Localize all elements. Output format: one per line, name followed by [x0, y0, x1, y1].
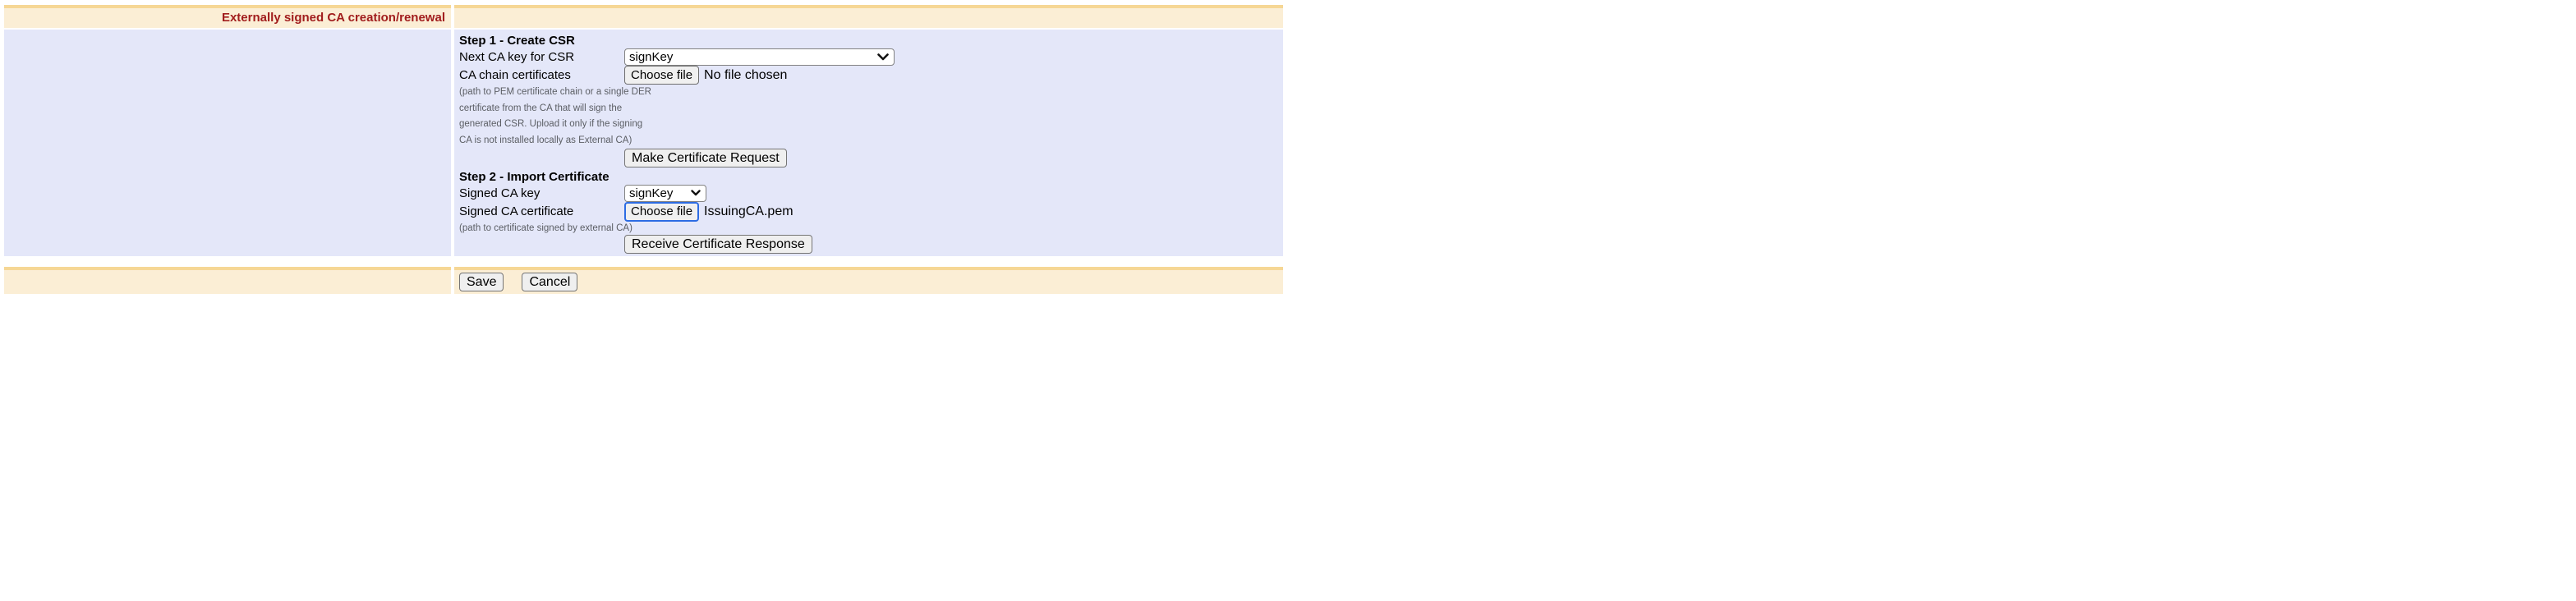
- next-ca-key-row: Next CA key for CSR signKey: [459, 48, 1283, 67]
- ca-chain-file-status: No file chosen: [704, 67, 788, 82]
- next-ca-key-select-wrap: signKey: [624, 48, 895, 66]
- signed-ca-key-label: Signed CA key: [459, 186, 540, 200]
- signed-ca-key-row: Signed CA key signKey: [459, 184, 1283, 203]
- footer-actions: Save Cancel: [454, 267, 1283, 291]
- signed-ca-certificate-help-text: (path to certificate signed by external …: [459, 223, 632, 233]
- step1-heading: Step 1 - Create CSR: [459, 34, 575, 48]
- signed-ca-key-select-wrap: signKey: [624, 184, 706, 202]
- cancel-button[interactable]: Cancel: [522, 273, 578, 291]
- save-button[interactable]: Save: [459, 273, 504, 291]
- ca-chain-choose-file-button[interactable]: Choose file: [624, 66, 700, 85]
- step2-heading: Step 2 - Import Certificate: [459, 170, 610, 184]
- help-line: CA is not installed locally as External …: [459, 135, 632, 145]
- section-header-spacer: [454, 5, 1283, 28]
- csr-form: Step 1 - Create CSR Next CA key for CSR …: [454, 30, 1283, 256]
- form-row-main: Step 1 - Create CSR Next CA key for CSR …: [4, 30, 1283, 256]
- signed-ca-certificate-label: Signed CA certificate: [459, 204, 574, 219]
- section-header-row: Externally signed CA creation/renewal: [4, 5, 1283, 28]
- externally-signed-ca-section: Externally signed CA creation/renewal St…: [4, 5, 1283, 294]
- form-right-cell: Step 1 - Create CSR Next CA key for CSR …: [454, 30, 1283, 256]
- section-header-cell: Externally signed CA creation/renewal: [4, 5, 451, 28]
- help-line: generated CSR. Upload it only if the sig…: [459, 119, 643, 129]
- form-left-empty-cell: [4, 30, 451, 256]
- footer-actions-cell: Save Cancel: [454, 267, 1283, 294]
- next-ca-key-label: Next CA key for CSR: [459, 49, 575, 64]
- ca-chain-row: CA chain certificates Choose file No fil…: [459, 66, 1283, 85]
- signed-ca-certificate-choose-file-button[interactable]: Choose file: [624, 201, 700, 222]
- next-ca-key-select[interactable]: signKey: [624, 48, 895, 66]
- signed-ca-key-select[interactable]: signKey: [624, 184, 706, 202]
- receive-certificate-response-button[interactable]: Receive Certificate Response: [624, 235, 812, 254]
- signed-ca-certificate-row: Signed CA certificate Choose file Issuin…: [459, 201, 1283, 222]
- ca-chain-help-text: (path to PEM certificate chain or a sing…: [459, 85, 658, 149]
- help-line: (path to PEM certificate chain or a sing…: [459, 87, 651, 97]
- make-certificate-request-button[interactable]: Make Certificate Request: [624, 149, 787, 167]
- footer-row: Save Cancel: [4, 267, 1283, 294]
- signed-ca-certificate-file-status: IssuingCA.pem: [704, 204, 794, 218]
- help-line: certificate from the CA that will sign t…: [459, 103, 623, 113]
- footer-left-empty-cell: [4, 267, 451, 294]
- ca-chain-label: CA chain certificates: [459, 68, 571, 83]
- section-title: Externally signed CA creation/renewal: [221, 10, 445, 25]
